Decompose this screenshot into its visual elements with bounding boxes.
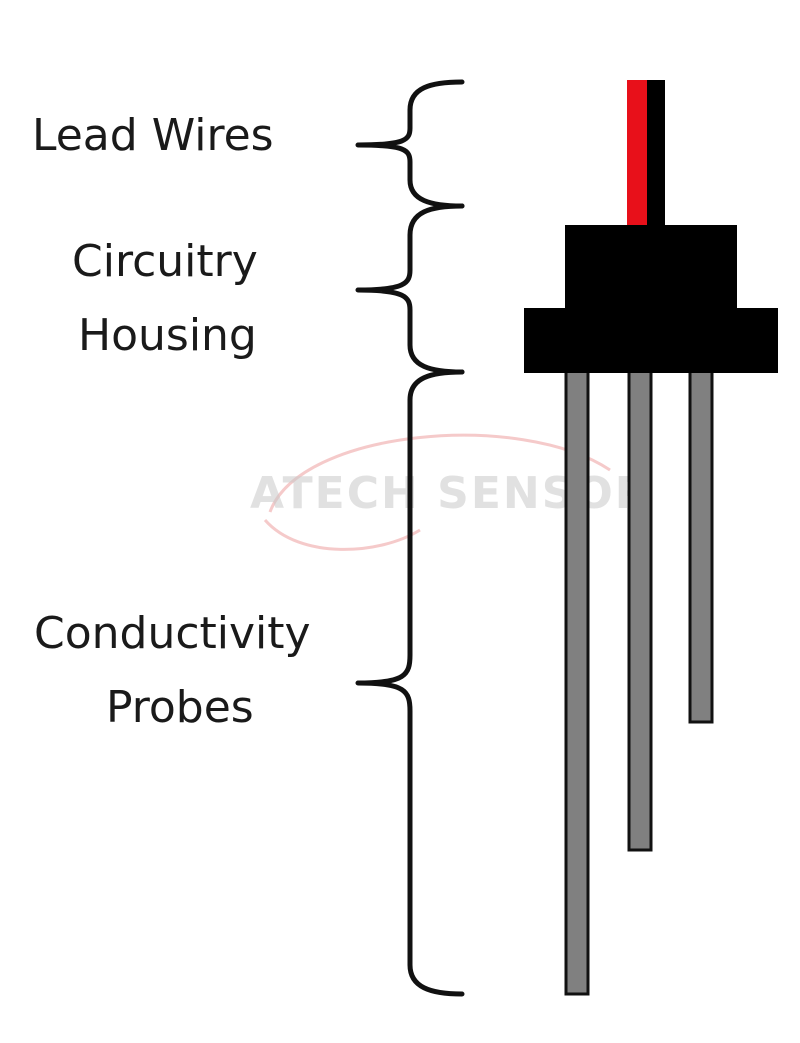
lead-wire-black <box>647 80 665 230</box>
brace-circuitry-housing-icon <box>355 203 465 375</box>
probe-short <box>688 358 714 724</box>
label-conductivity: Conductivity <box>34 608 311 659</box>
brace-conductivity-probes-icon <box>355 369 465 997</box>
label-housing: Housing <box>78 310 257 361</box>
probe-long <box>564 358 590 996</box>
watermark: ATECH SENSOR <box>250 433 651 551</box>
probe-middle <box>627 358 653 852</box>
housing-lower <box>524 308 778 373</box>
watermark-arc-lower-icon <box>263 519 421 551</box>
label-lead-wires: Lead Wires <box>32 110 274 161</box>
housing-upper <box>565 225 737 315</box>
label-probes: Probes <box>106 682 254 733</box>
label-circuitry: Circuitry <box>72 236 258 287</box>
brace-lead-wires-icon <box>355 79 465 209</box>
watermark-text: ATECH SENSOR <box>250 468 651 519</box>
lead-wire-red <box>627 80 647 230</box>
